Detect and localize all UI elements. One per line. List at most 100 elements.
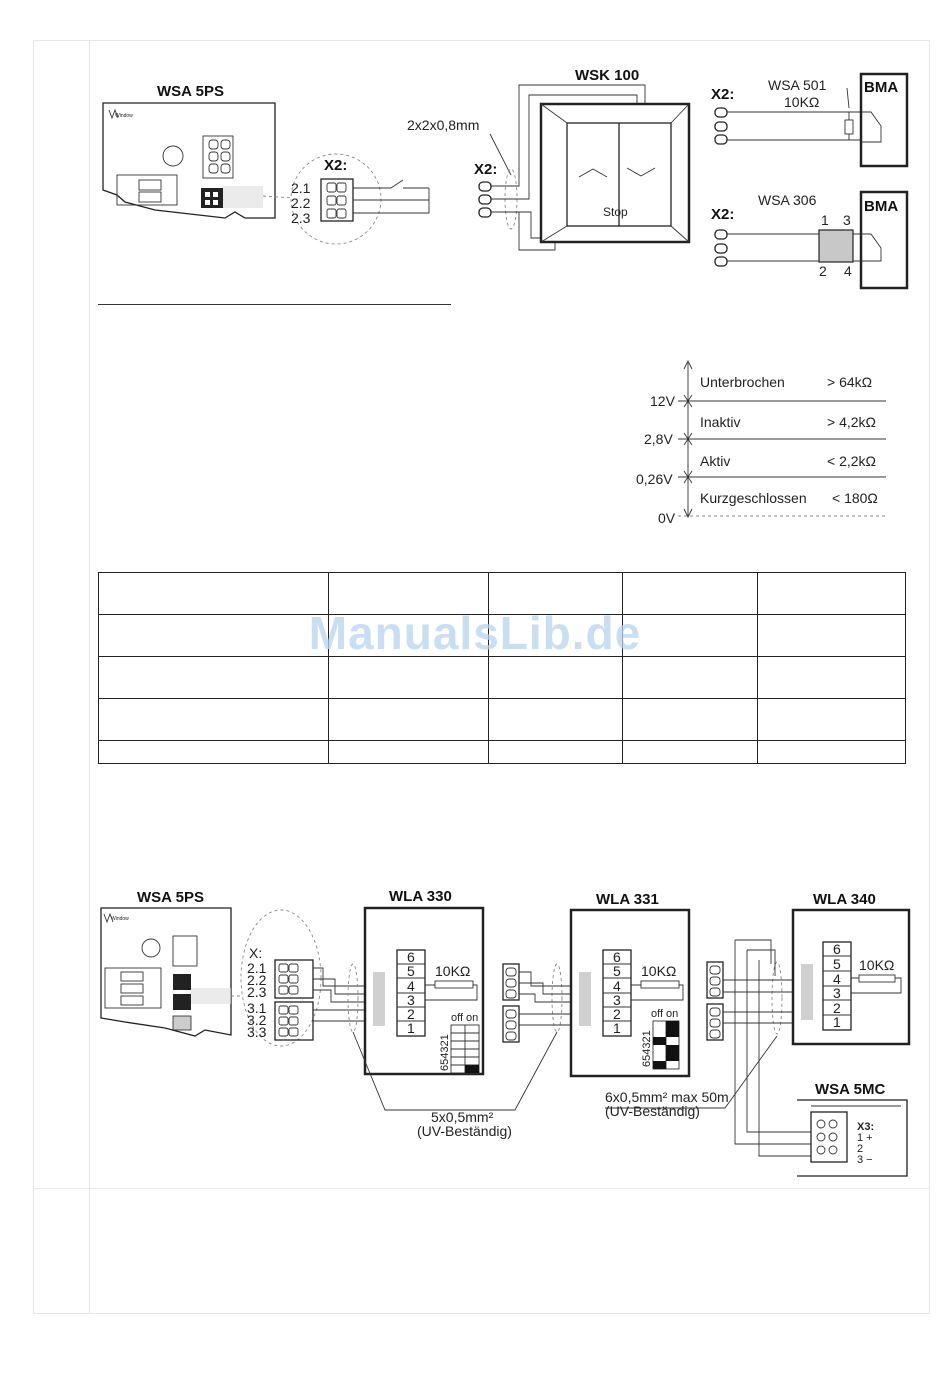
- logo-icon-2: [103, 912, 114, 924]
- x2-block: [274, 959, 314, 999]
- wsa5ps-slot: [138, 191, 162, 203]
- pin-2-2: 2.2: [247, 972, 267, 988]
- wla331-title: WLA 331: [596, 891, 659, 908]
- table-cell: [98, 572, 329, 615]
- voltage-0v: 0V: [658, 510, 676, 526]
- figure-underline: [98, 304, 451, 305]
- wla331-off: off: [651, 1008, 664, 1020]
- up-arrow-icon: [578, 168, 608, 178]
- table-row: [98, 572, 906, 615]
- wsk100-switch: [539, 102, 691, 244]
- specification-table: [98, 572, 906, 764]
- wsa5ps-relay-block: [202, 135, 234, 179]
- wsa306-pin3: 3: [843, 212, 851, 228]
- wla340-term-2: 2: [833, 1000, 841, 1016]
- wsa5ps-housing: [102, 102, 276, 219]
- wsa5mc-x3-block: [810, 1111, 848, 1163]
- down-arrow-icon: [626, 167, 656, 177]
- state-inaktiv: Inaktiv: [700, 414, 740, 430]
- page-frame: [33, 40, 930, 1314]
- cable2-uv: (UV-Beständig): [605, 1103, 700, 1119]
- wla340-term-3: 3: [833, 985, 841, 1001]
- wla340-resistor-label: 10KΩ: [859, 957, 894, 973]
- wiring-diagram-wla: WSA 5PS Window X: 2.1 2.2 2.3 3.1 3.2 3.…: [100, 888, 911, 1177]
- zoom-circle: [290, 153, 382, 245]
- table-cell: [757, 614, 906, 657]
- x2-label-bma2: X2:: [711, 206, 734, 223]
- wla330-term-2: 2: [407, 1006, 415, 1022]
- pin-2-3: 2.3: [291, 210, 311, 226]
- table-cell: [327, 572, 489, 615]
- wsa306-label: WSA 306: [758, 192, 817, 208]
- axis-arrow-icon: [683, 359, 693, 370]
- bma1-box: [859, 72, 909, 168]
- wsk100-wire: [491, 84, 646, 187]
- wiring-diagram-wsk100: WSA 5PS Window X2: 2.1 2.2 2.3 WSK 100 2…: [102, 67, 909, 290]
- pin-2-2: 2.2: [291, 195, 311, 211]
- wla331-terminal-strip: [602, 949, 632, 1037]
- wla331-resistor: [640, 980, 680, 989]
- wla340-term-4: 4: [833, 971, 841, 987]
- pin-2-3: 2.3: [247, 984, 267, 1000]
- watermark: ManualsLib.de: [308, 607, 642, 659]
- wla330-on: on: [466, 1012, 478, 1024]
- wsk100-terminals: [478, 181, 492, 218]
- wla331-dip-switch: [652, 1020, 680, 1070]
- state-aktiv: Aktiv: [700, 453, 730, 469]
- wsa306-pin4: 4: [844, 263, 852, 279]
- x2-label-bma1: X2:: [711, 86, 734, 103]
- table-cell: [327, 740, 489, 764]
- wsa501-label: WSA 501: [768, 77, 827, 93]
- x2-terminal-2: [173, 974, 191, 990]
- x3-row-3: 3 −: [857, 1154, 873, 1166]
- signal-level-diagram: 12V 2,8V 0,26V 0V Unterbrochen > 64kΩ In…: [636, 359, 886, 526]
- table-cell: [487, 614, 624, 657]
- logo-text-2: Window: [111, 916, 129, 922]
- wsa5ps-x2-terminal: [201, 188, 223, 208]
- wla331-term-3: 3: [613, 992, 621, 1008]
- wsa306-module: [818, 229, 854, 263]
- voltage-0-26v: 0,26V: [636, 471, 673, 487]
- cable1-uv: (UV-Beständig): [417, 1123, 512, 1139]
- voltage-12v: 12V: [650, 393, 676, 409]
- table-cell: [327, 656, 489, 699]
- x2-label-wsk: X2:: [474, 161, 497, 178]
- wla331-on: on: [666, 1008, 678, 1020]
- wla331-term-5: 5: [613, 963, 621, 979]
- wla330-term-6: 6: [407, 949, 415, 965]
- wsa5ps-dial-2: [141, 938, 161, 958]
- pin-3-2: 3.2: [247, 1012, 267, 1028]
- wsa5ps-slot: [138, 179, 162, 191]
- row-rule: [33, 1188, 930, 1189]
- pin-2-1: 2.1: [247, 960, 267, 976]
- cable-label: 2x2x0,8mm: [407, 117, 479, 133]
- table-row: [98, 740, 906, 764]
- wsa5mc-title: WSA 5MC: [815, 1081, 885, 1098]
- wla330-terminal-strip: [396, 949, 426, 1037]
- cable1-spec: 5x0,5mm²: [431, 1109, 494, 1125]
- wsa5ps-title: WSA 5PS: [157, 83, 224, 100]
- wsa5ps-dial: [162, 145, 184, 167]
- table-cell: [487, 740, 624, 764]
- bma1-label: BMA: [864, 79, 898, 96]
- wla331-term-1: 1: [613, 1020, 621, 1036]
- wla330-resistor: [434, 980, 474, 989]
- x3-row-1: 1 +: [857, 1132, 873, 1144]
- wsa5mc-housing: [797, 1099, 908, 1177]
- bma2-box: [859, 190, 909, 290]
- wsa5mc-terminals: [816, 1119, 838, 1155]
- table-cell: [327, 614, 489, 657]
- wsa5ps-panel: [116, 174, 178, 206]
- table-cell: [622, 656, 759, 699]
- wla330-term-4: 4: [407, 978, 415, 994]
- table-cell: [98, 656, 329, 699]
- x2-label: X2:: [324, 157, 347, 174]
- wla340-title: WLA 340: [813, 891, 876, 908]
- wla340-resistor: [858, 974, 896, 983]
- wla331-resistor-label: 10KΩ: [641, 963, 676, 979]
- state-inaktiv-value: > 4,2kΩ: [827, 414, 876, 430]
- wla330-title: WLA 330: [389, 888, 452, 905]
- stop-label: Stop: [603, 205, 628, 219]
- x-label: X:: [249, 945, 262, 961]
- wla330-dip-digits: 654321: [439, 1034, 451, 1071]
